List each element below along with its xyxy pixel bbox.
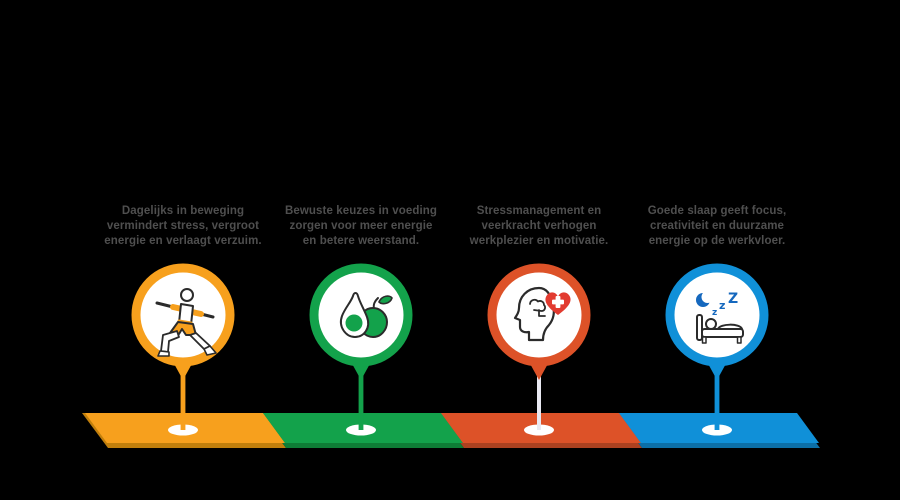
step-pin-slaap: z z Z (665, 263, 769, 436)
step-description-bewegen: Dagelijks in beweging vermindert stress,… (93, 204, 273, 249)
step-description-stress: Stressmanagement en veerkracht verhogen … (449, 204, 629, 249)
step-pin-voeding (309, 263, 413, 436)
description-line: zorgen voor meer energie (289, 220, 433, 232)
description-line: vermindert stress, vergroot (106, 220, 260, 232)
description-line: energie op de werkvloer. (648, 235, 786, 247)
step-description-voeding: Bewuste keuzes in voeding zorgen voor me… (271, 204, 451, 249)
svg-text:z: z (719, 299, 725, 312)
head-heart-icon (513, 286, 571, 342)
pin-stem (358, 358, 364, 430)
pin-stem (537, 358, 541, 430)
description-line: creativiteit en duurzame (649, 220, 785, 232)
pin-stem (180, 358, 186, 430)
step-pin-bewegen (131, 263, 235, 436)
description-line: Stressmanagement en (476, 205, 602, 217)
svg-text:Z: Z (728, 291, 738, 307)
pin-stem (714, 358, 720, 430)
sleeping-bed-icon: z z Z (696, 291, 744, 344)
description-line: werkplezier en motivatie. (469, 235, 609, 247)
svg-text:z: z (712, 308, 717, 318)
description-line: Bewuste keuzes in voeding (284, 205, 438, 217)
step-pin-stress (487, 263, 591, 436)
description-line: Dagelijks in beweging (121, 205, 245, 217)
description-line: energie en verlaagt verzuim. (104, 235, 262, 247)
avocado-apple-icon (340, 292, 393, 338)
description-line: en betere weerstand. (302, 235, 420, 247)
description-line: Goede slaap geeft focus, (647, 205, 787, 217)
step-description-slaap: Goede slaap geeft focus, creativiteit en… (627, 204, 807, 249)
description-line: veerkracht verhogen (481, 220, 597, 232)
yoga-pose-icon (155, 288, 217, 357)
